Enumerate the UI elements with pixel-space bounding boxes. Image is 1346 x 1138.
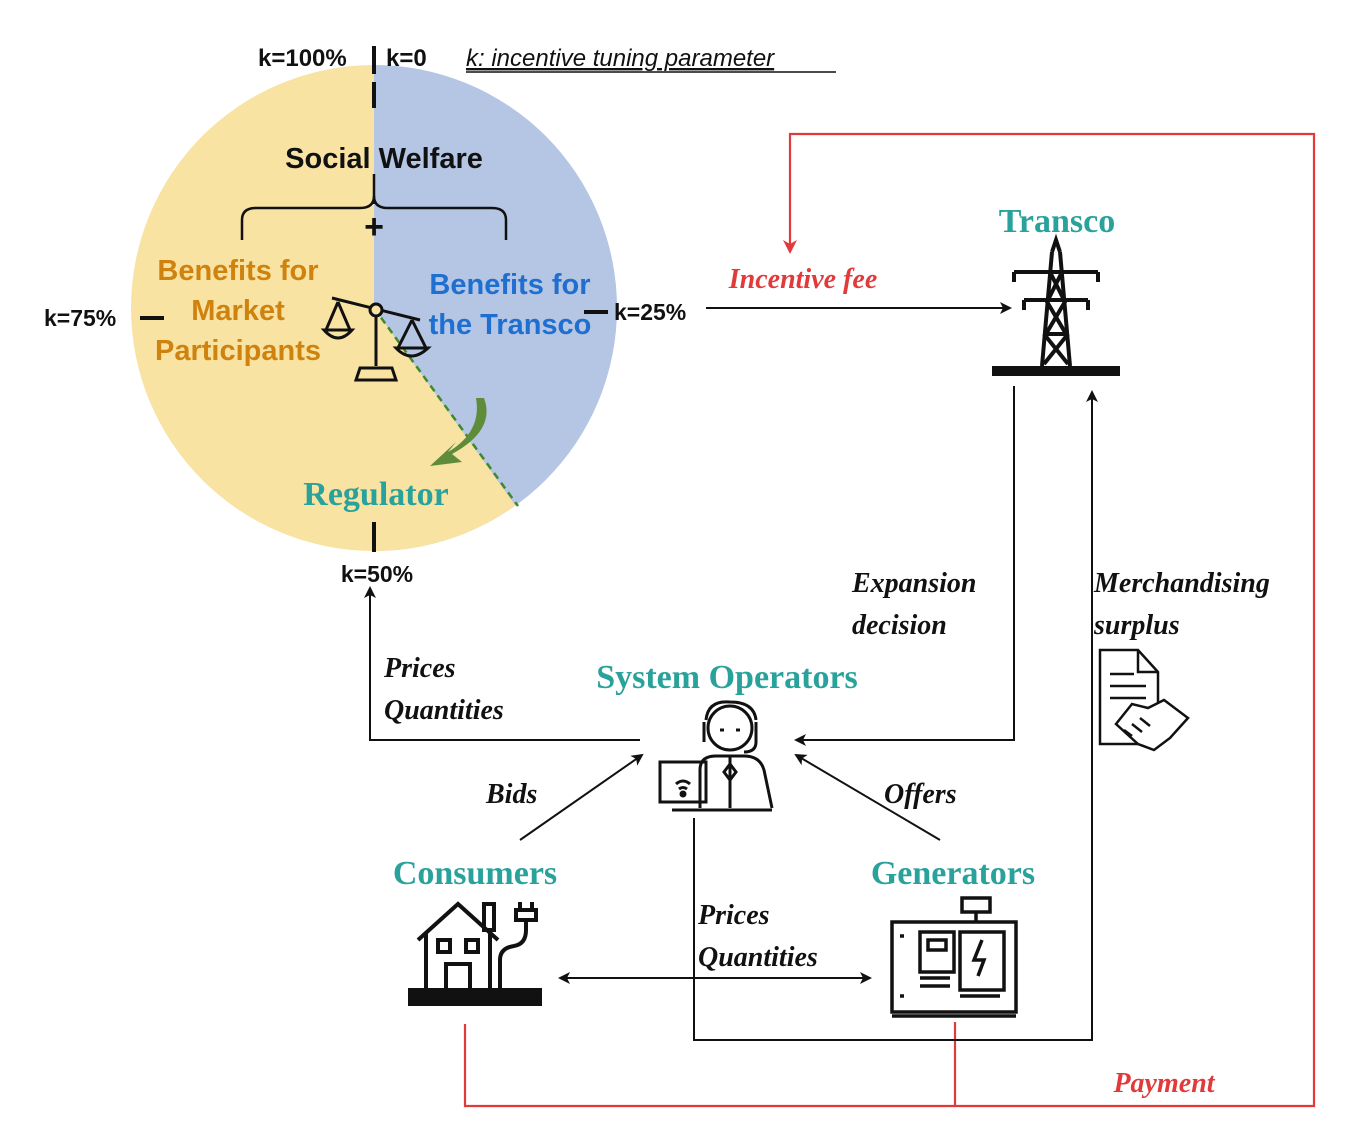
market-participants-line2: Market (191, 295, 285, 327)
k75-label: k=75% (44, 305, 116, 331)
expansion-decision-arrow (794, 386, 1015, 746)
incentive-fee-label: Incentive fee (728, 264, 878, 295)
offers-label: Offers (884, 779, 957, 810)
expansion-decision-line1: Expansion (851, 568, 977, 599)
expansion-decision-line2: decision (852, 610, 947, 641)
offers-arrow (794, 753, 941, 841)
regulator-prices-line2: Quantities (384, 695, 504, 726)
prices-to-regulator-arrow (364, 586, 640, 741)
balance-scale-icon (320, 296, 432, 382)
k100-label: k=100% (258, 45, 347, 72)
transco-benefits-line2: the Transco (429, 309, 592, 341)
social-welfare-title: Social Welfare (285, 143, 483, 175)
merchandising-surplus-line1: Merchandising (1093, 568, 1270, 599)
market-prices-line2: Quantities (698, 942, 818, 973)
regulator-slice (374, 308, 540, 551)
regulator-boundary-line (372, 307, 520, 507)
payment-label: Payment (1112, 1068, 1215, 1099)
transco-label: Transco (999, 203, 1115, 240)
system-operator-icon (658, 700, 774, 812)
transco-benefits-line1: Benefits for (429, 269, 590, 301)
market-participants-line1: Benefits for (157, 255, 318, 287)
consumers-label: Consumers (393, 855, 557, 892)
contract-handshake-icon (1098, 648, 1190, 752)
regulator-label: Regulator (303, 476, 448, 513)
system-operators-label: System Operators (596, 659, 858, 696)
k25-label: k=25% (614, 299, 686, 325)
payment-flow (463, 132, 1316, 1108)
bids-arrow (519, 753, 644, 841)
bids-label: Bids (485, 779, 537, 810)
welfare-plus-sign: + (364, 208, 384, 246)
generator-icon (890, 896, 1018, 1018)
transmission-tower-icon (992, 233, 1120, 376)
welfare-brace (240, 195, 508, 240)
k0-label: k=0 (386, 45, 427, 72)
market-prices-line1: Prices (697, 900, 770, 931)
k-definition: k: incentive tuning parameter (466, 45, 775, 72)
merchandising-surplus-arrow (693, 390, 1098, 1041)
regulator-curve-arrow (430, 398, 487, 466)
merchandising-surplus-line2: surplus (1093, 610, 1180, 641)
regulator-prices-line1: Prices (383, 653, 456, 684)
generators-label: Generators (871, 855, 1035, 892)
k50-label: k=50% (341, 561, 413, 587)
house-plug-icon (408, 901, 542, 1006)
market-participants-line3: Participants (155, 335, 321, 367)
